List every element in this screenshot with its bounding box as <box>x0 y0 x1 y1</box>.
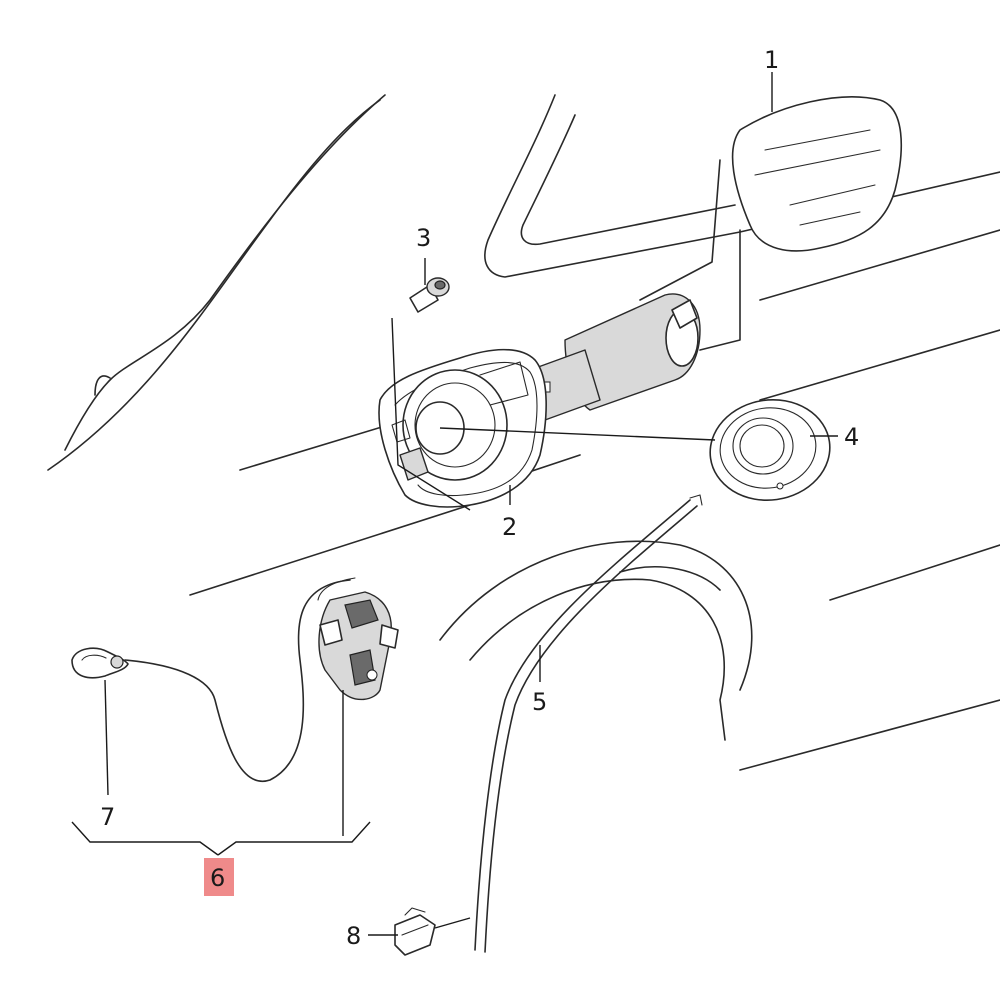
callout-4: 4 <box>844 423 859 451</box>
callout-8: 8 <box>346 922 361 950</box>
part-7-pull-handle <box>71 647 129 679</box>
part-4-seal <box>709 398 831 502</box>
part-3-bolt <box>409 277 450 313</box>
callout-6: 6 <box>210 864 225 892</box>
filler-neck <box>529 293 701 421</box>
wheel-arch <box>439 540 753 741</box>
part-2-filler-housing <box>378 348 547 508</box>
part-6-actuator <box>124 577 399 783</box>
callout-5: 5 <box>532 688 547 716</box>
callout-1: 1 <box>764 46 779 74</box>
callout-3: 3 <box>416 224 431 252</box>
part-1-filler-flap <box>639 96 903 351</box>
leader-lines <box>71 72 838 936</box>
part-5-drain-hose <box>474 494 703 953</box>
callout-6-highlight <box>204 858 234 896</box>
callout-7: 7 <box>100 803 115 831</box>
part-8-clip <box>394 907 436 956</box>
callout-2: 2 <box>502 513 517 541</box>
